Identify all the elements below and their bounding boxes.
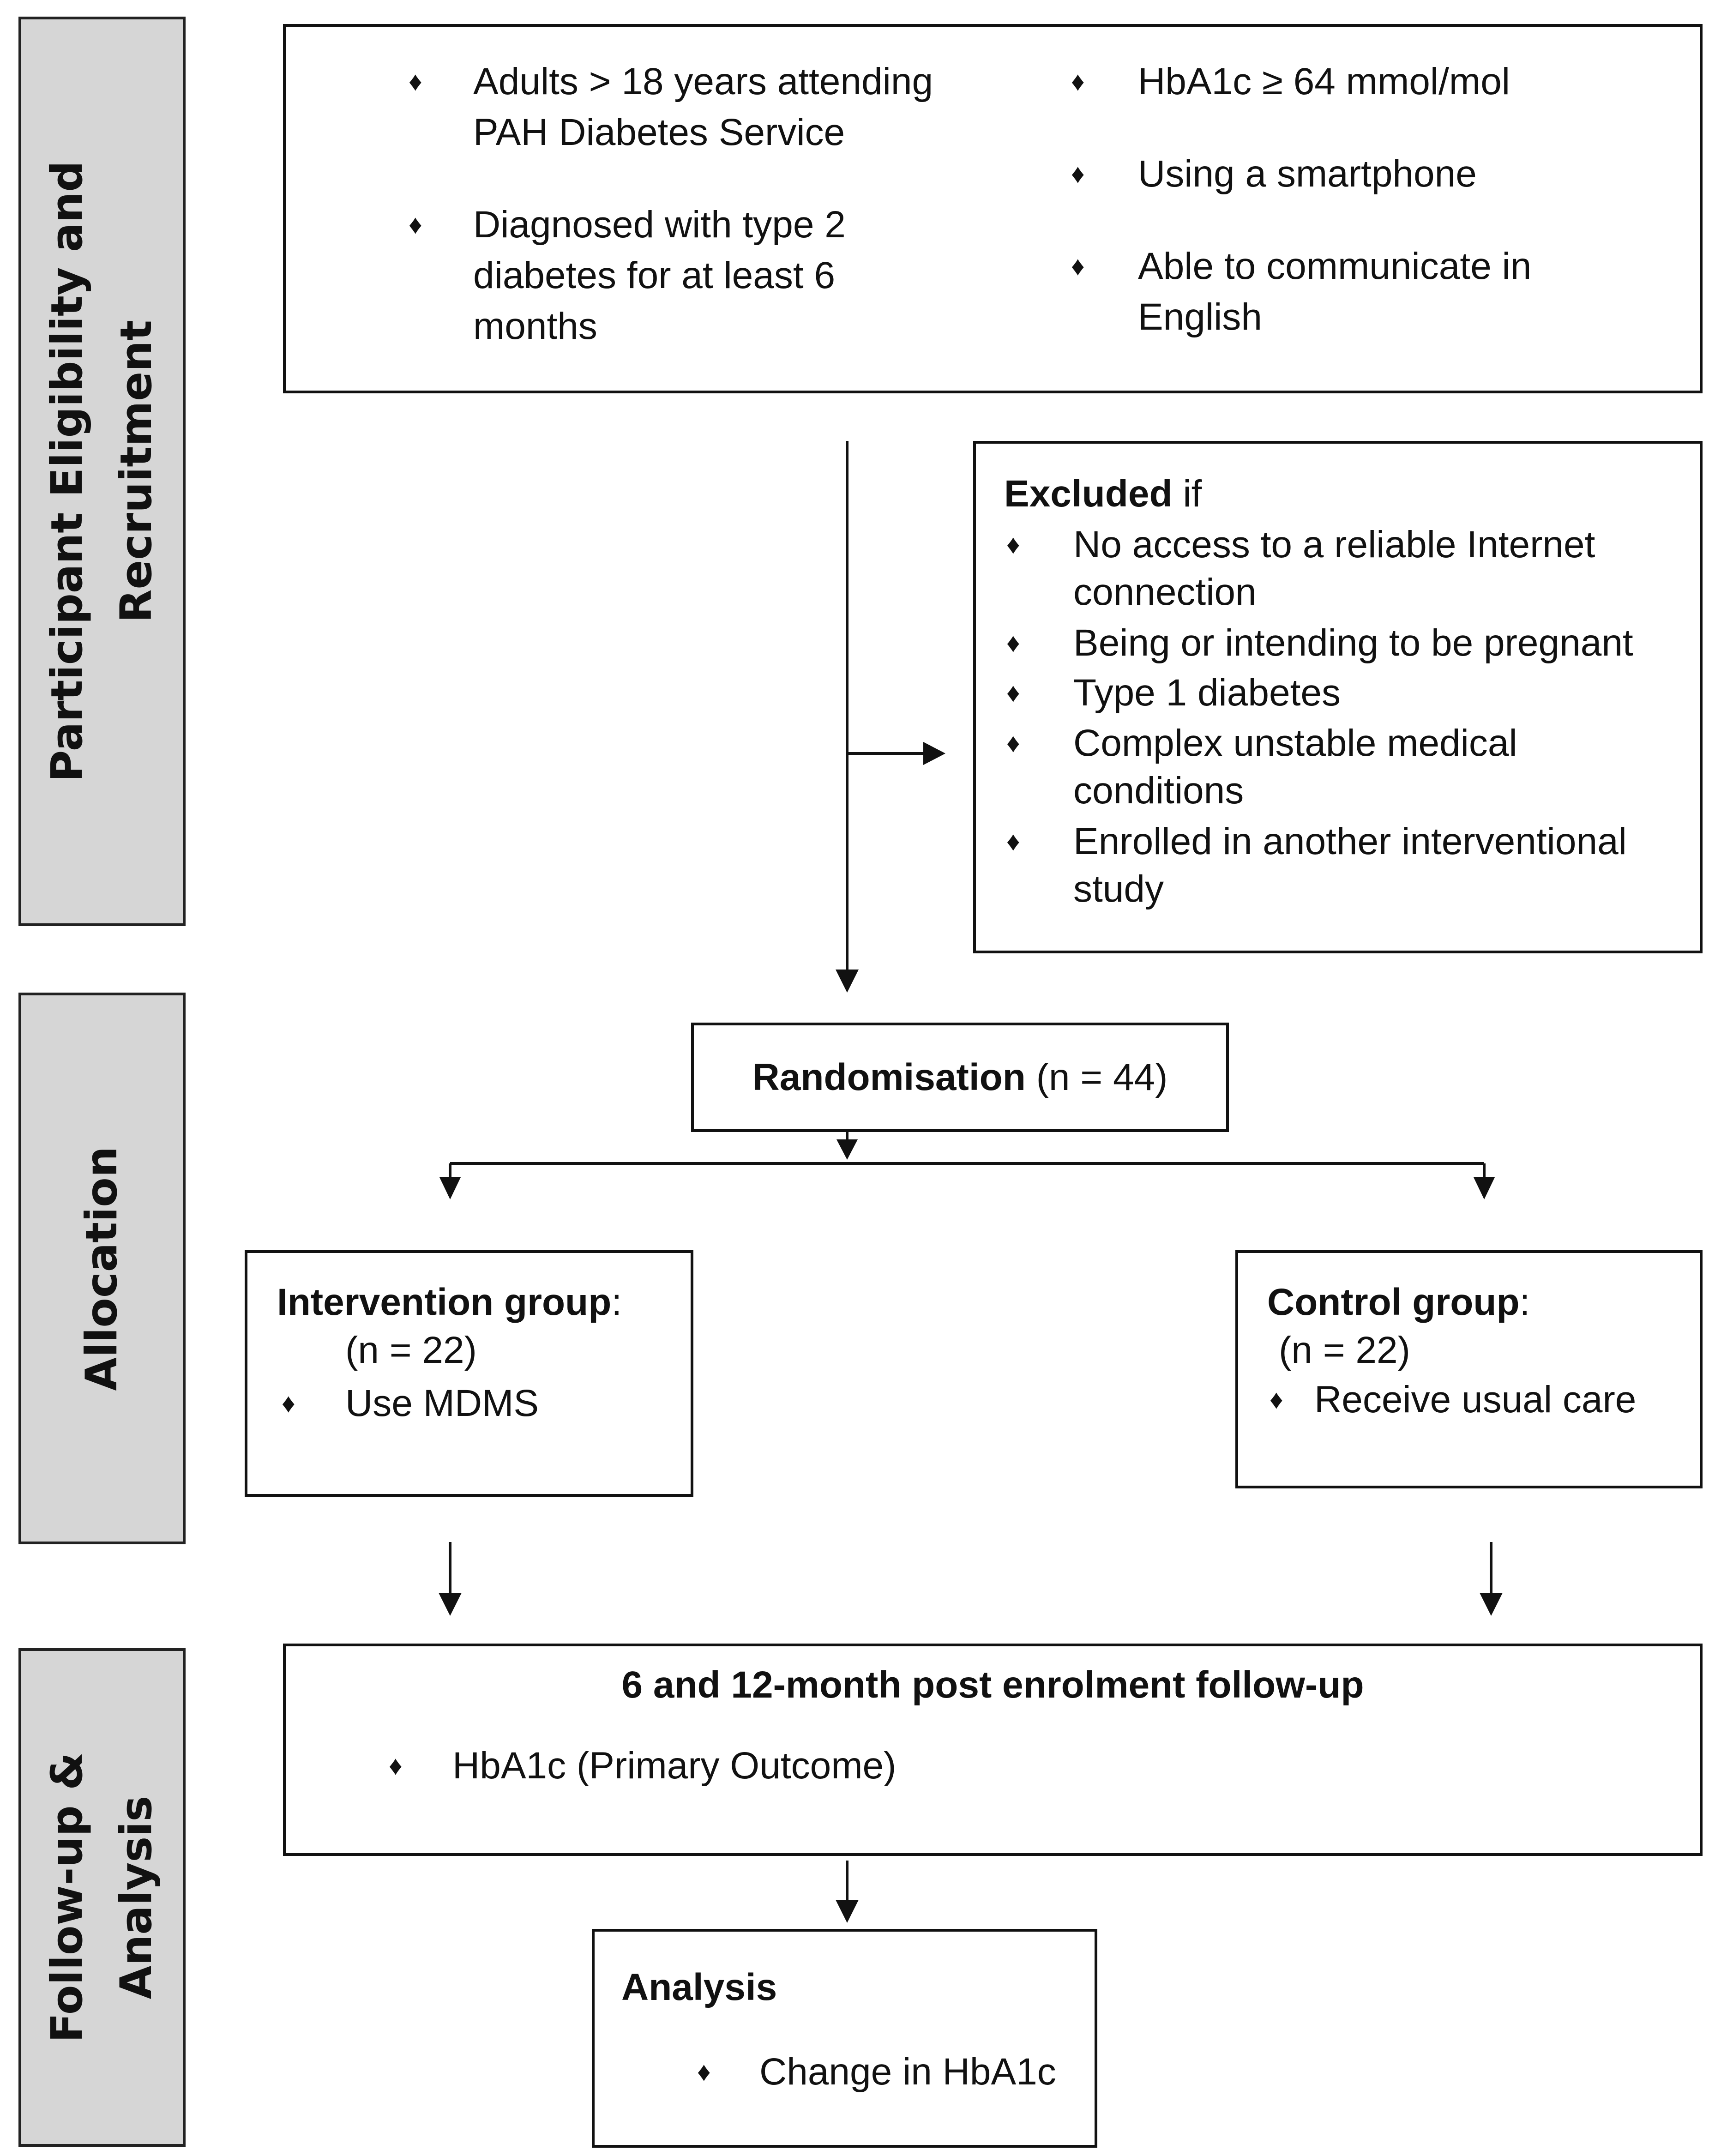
eligibility-bullet-2: ♦ xyxy=(409,210,422,240)
eligibility-item-5-line-2: English xyxy=(1138,296,1262,338)
eligibility-item-1-line-2: PAH Diabetes Service xyxy=(473,111,845,153)
control-title: Control group: xyxy=(1267,1281,1530,1323)
exclusion-bullet-3: ♦ xyxy=(1006,678,1020,708)
intervention-title: Intervention group: xyxy=(277,1281,622,1323)
stage-allocation: Allocation xyxy=(18,993,186,1544)
intervention-bullet: ♦ xyxy=(282,1388,295,1418)
eligibility-bullet-4: ♦ xyxy=(1071,159,1085,189)
exclusion-item-1-line-2: connection xyxy=(1073,571,1257,613)
exclusion-item-3-line-1: Type 1 diabetes xyxy=(1073,672,1341,714)
exclusion-item-4-line-2: conditions xyxy=(1073,770,1244,812)
eligibility-item-3-line-1: HbA1c ≥ 64 mmol/mol xyxy=(1138,60,1510,102)
control-bullet: ♦ xyxy=(1270,1385,1283,1415)
eligibility-bullet-3: ♦ xyxy=(1071,66,1085,96)
arrowhead-randomisation-stem xyxy=(836,1139,858,1160)
arrowhead-analysis xyxy=(836,1900,859,1923)
analysis-box xyxy=(592,1929,1097,2148)
control-item: Receive usual care xyxy=(1314,1379,1637,1421)
stage-followup: Follow-up & Analysis xyxy=(18,1648,186,2147)
exclusion-item-2-line-1: Being or intending to be pregnant xyxy=(1073,622,1633,664)
followup-item: HbA1c (Primary Outcome) xyxy=(452,1745,897,1787)
followup-bullet: ♦ xyxy=(389,1751,403,1781)
randomisation-box xyxy=(691,1023,1229,1132)
randomisation-label: Randomisation (n = 44) xyxy=(752,1056,1168,1098)
control-box xyxy=(1235,1250,1703,1488)
exclusion-item-5-line-1: Enrolled in another interventional xyxy=(1073,820,1627,862)
intervention-item: Use MDMS xyxy=(345,1382,539,1424)
eligibility-item-5-line-1: Able to communicate in xyxy=(1138,245,1532,287)
followup-title: 6 and 12-month post enrolment follow-up xyxy=(621,1664,1364,1706)
eligibility-item-2-line-2: diabetes for at least 6 xyxy=(473,254,836,296)
intervention-count: (n = 22) xyxy=(345,1329,477,1371)
eligibility-bullet-1: ♦ xyxy=(409,66,422,96)
intervention-box xyxy=(245,1250,693,1497)
analysis-title: Analysis xyxy=(621,1966,777,2008)
arrowhead-control xyxy=(1474,1177,1495,1199)
eligibility-item-2-line-3: months xyxy=(473,305,597,347)
exclusion-box xyxy=(973,441,1703,953)
eligibility-box xyxy=(283,24,1703,393)
exclusion-item-1-line-1: No access to a reliable Internet xyxy=(1073,524,1595,566)
arrowhead-randomisation xyxy=(836,970,859,993)
arrowhead-followup-left xyxy=(439,1593,462,1616)
eligibility-item-2-line-1: Diagnosed with type 2 xyxy=(473,204,846,246)
analysis-item: Change in HbA1c xyxy=(759,2051,1056,2093)
eligibility-bullet-5: ♦ xyxy=(1071,251,1085,281)
exclusion-item-5-line-2: study xyxy=(1073,868,1164,910)
followup-box xyxy=(283,1644,1703,1856)
arrowhead-intervention xyxy=(439,1177,461,1199)
exclusion-title: Excluded if xyxy=(1004,473,1202,515)
arrowhead-followup-right xyxy=(1480,1593,1503,1616)
exclusion-bullet-2: ♦ xyxy=(1006,628,1020,658)
exclusion-bullet-4: ♦ xyxy=(1006,728,1020,758)
eligibility-item-4-line-1: Using a smartphone xyxy=(1138,153,1477,195)
arrowhead-exclusion xyxy=(923,742,945,765)
stage-recruitment: Participant Eligibility and Recruitment xyxy=(18,17,186,926)
control-count: (n = 22) xyxy=(1279,1329,1410,1371)
analysis-bullet: ♦ xyxy=(697,2057,711,2087)
exclusion-bullet-1: ♦ xyxy=(1006,530,1020,560)
exclusion-item-4-line-1: Complex unstable medical xyxy=(1073,722,1517,764)
eligibility-item-1-line-1: Adults > 18 years attending xyxy=(473,60,933,102)
exclusion-bullet-5: ♦ xyxy=(1006,826,1020,856)
